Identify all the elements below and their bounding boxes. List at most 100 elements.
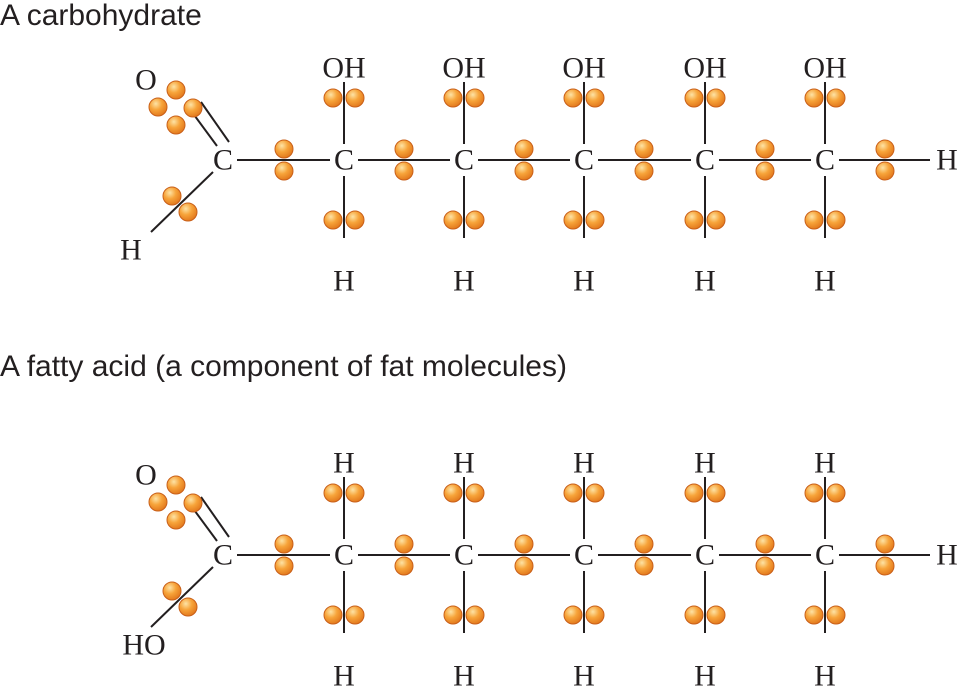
- shared-electron: [148, 97, 168, 117]
- lower-substituent: H: [814, 660, 836, 688]
- shared-electron: [684, 605, 704, 625]
- shared-electron: [804, 483, 824, 503]
- shared-electron: [323, 88, 343, 108]
- single-bond: [150, 566, 214, 628]
- shared-electron: [443, 605, 463, 625]
- shared-electron: [634, 534, 654, 554]
- shared-electron: [148, 492, 168, 512]
- lower-substituent: H: [694, 660, 716, 688]
- carbon-atom: C: [695, 144, 715, 177]
- shared-electron: [563, 88, 583, 108]
- shared-electron: [183, 493, 203, 513]
- shared-electron: [804, 605, 824, 625]
- shared-electron: [826, 483, 846, 503]
- shared-electron: [684, 483, 704, 503]
- carbon-atom: C: [213, 539, 233, 572]
- carbon-atom: C: [213, 144, 233, 177]
- carbon-atom: C: [815, 144, 835, 177]
- shared-electron: [514, 139, 534, 159]
- upper-substituent: H: [694, 447, 716, 480]
- upper-substituent: OH: [322, 52, 365, 85]
- carbon-atom: C: [574, 539, 594, 572]
- shared-electron: [394, 139, 414, 159]
- shared-electron: [563, 605, 583, 625]
- carbon-atom: C: [815, 539, 835, 572]
- double-bond: [200, 496, 230, 538]
- shared-electron: [826, 605, 846, 625]
- shared-electron: [634, 161, 654, 181]
- lower-substituent: H: [573, 660, 595, 688]
- shared-electron: [274, 139, 294, 159]
- shared-electron: [826, 88, 846, 108]
- upper-substituent: H: [814, 447, 836, 480]
- carbon-atom: C: [454, 539, 474, 572]
- shared-electron: [162, 581, 182, 601]
- shared-electron: [634, 139, 654, 159]
- shared-electron: [465, 605, 485, 625]
- carbon-atom: C: [454, 144, 474, 177]
- shared-electron: [875, 139, 895, 159]
- shared-electron: [875, 161, 895, 181]
- shared-electron: [274, 534, 294, 554]
- shared-electron: [585, 605, 605, 625]
- shared-electron: [183, 98, 203, 118]
- shared-electron: [178, 202, 198, 222]
- shared-electron: [706, 88, 726, 108]
- shared-electron: [514, 556, 534, 576]
- terminal-hydrogen: H: [936, 539, 958, 572]
- shared-electron: [443, 210, 463, 230]
- shared-electron: [443, 483, 463, 503]
- upper-substituent: OH: [562, 52, 605, 85]
- shared-electron: [755, 556, 775, 576]
- shared-electron: [514, 161, 534, 181]
- shared-electron: [826, 210, 846, 230]
- oxygen-atom: O: [135, 459, 157, 492]
- shared-electron: [443, 88, 463, 108]
- lower-substituent: H: [453, 265, 475, 298]
- shared-electron: [274, 556, 294, 576]
- shared-electron: [274, 161, 294, 181]
- double-bond: [200, 101, 230, 143]
- shared-electron: [465, 88, 485, 108]
- shared-electron: [465, 210, 485, 230]
- shared-electron: [166, 475, 186, 495]
- lower-substituent: H: [573, 265, 595, 298]
- carbon-atom: C: [334, 539, 354, 572]
- upper-substituent: OH: [442, 52, 485, 85]
- upper-substituent: H: [333, 447, 355, 480]
- upper-substituent: H: [573, 447, 595, 480]
- shared-electron: [684, 88, 704, 108]
- shared-electron: [755, 534, 775, 554]
- fatty-acid-title: A fatty acid (a component of fat molecul…: [0, 350, 567, 383]
- shared-electron: [514, 534, 534, 554]
- upper-substituent: OH: [803, 52, 846, 85]
- end-group-atom: H: [120, 234, 142, 267]
- shared-electron: [585, 210, 605, 230]
- shared-electron: [684, 210, 704, 230]
- lower-substituent: H: [453, 660, 475, 688]
- lower-substituent: H: [333, 660, 355, 688]
- shared-electron: [804, 88, 824, 108]
- carbohydrate-title: A carbohydrate: [0, 0, 202, 32]
- shared-electron: [345, 210, 365, 230]
- end-group-atom: HO: [122, 629, 165, 662]
- shared-electron: [563, 483, 583, 503]
- lower-substituent: H: [333, 265, 355, 298]
- shared-electron: [563, 210, 583, 230]
- shared-electron: [585, 88, 605, 108]
- shared-electron: [345, 605, 365, 625]
- shared-electron: [394, 556, 414, 576]
- lower-substituent: H: [694, 265, 716, 298]
- shared-electron: [804, 210, 824, 230]
- oxygen-atom: O: [135, 64, 157, 97]
- shared-electron: [178, 597, 198, 617]
- shared-electron: [875, 556, 895, 576]
- shared-electron: [162, 186, 182, 206]
- upper-substituent: H: [453, 447, 475, 480]
- shared-electron: [394, 534, 414, 554]
- carbon-atom: C: [574, 144, 594, 177]
- shared-electron: [706, 605, 726, 625]
- shared-electron: [166, 115, 186, 135]
